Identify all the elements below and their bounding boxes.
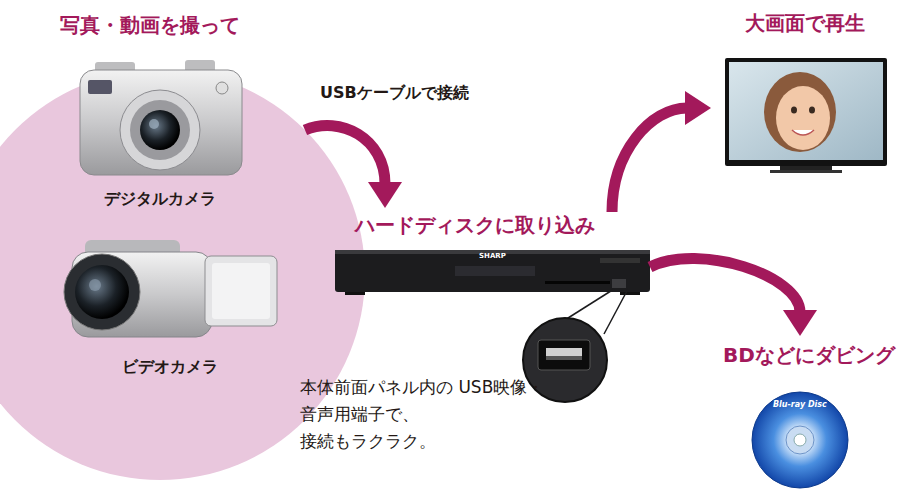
heading-text: ハードディスクに取り込み	[355, 212, 595, 238]
curved-arrow	[650, 258, 800, 312]
device-node: デジタルカメラ	[70, 50, 250, 210]
heading-text: BDなどにダビング	[723, 342, 895, 368]
curved-arrow	[612, 108, 687, 212]
arrow-head	[685, 91, 711, 125]
device-node: BDなどにダビング	[715, 340, 900, 495]
device-label: デジタルカメラ	[104, 188, 216, 210]
curved-arrow	[305, 125, 385, 184]
digital-camera	[80, 60, 242, 175]
video-camera	[64, 240, 277, 337]
television	[725, 58, 887, 173]
device-node: 大画面で再生	[715, 8, 895, 180]
recorder	[335, 250, 650, 295]
disc-logo: Blu-ray Disc	[773, 400, 827, 410]
blu-ray-disc	[752, 392, 848, 488]
arrow-head	[783, 310, 817, 336]
heading-text: 写真・動画を撮って	[60, 12, 240, 38]
note-text: 本体前面パネル内の USB映像・音声用端子で、 接続もラクラク。	[300, 374, 545, 455]
device-label: ビデオカメラ	[122, 356, 218, 378]
arrow-head	[368, 182, 402, 208]
edge-label: USBケーブルで接続	[318, 82, 471, 104]
heading-text: 大画面で再生	[745, 10, 865, 36]
brand-logo: SHARP	[479, 252, 506, 261]
device-node: ビデオカメラ	[60, 232, 280, 378]
